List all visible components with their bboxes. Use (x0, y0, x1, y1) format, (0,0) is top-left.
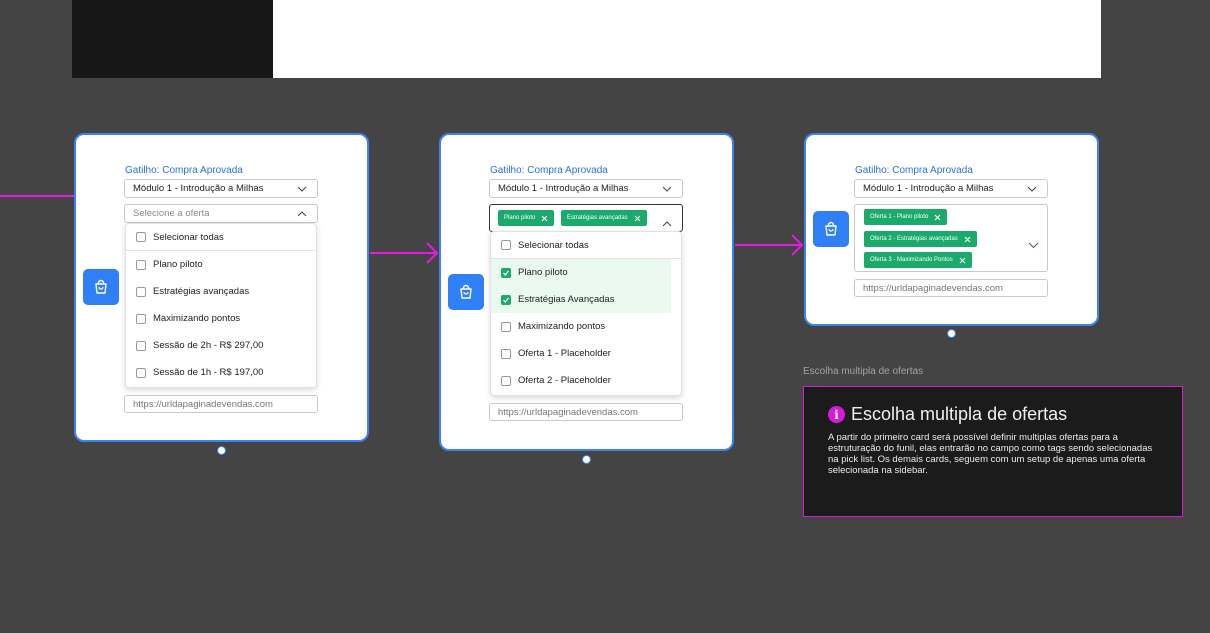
close-icon[interactable] (964, 236, 971, 243)
option-label: Maximizando pontos (153, 313, 241, 324)
offer-tag: Estratégias avançadas (561, 210, 647, 226)
option-label: Selecionar todas (153, 231, 224, 243)
module-select-value: Módulo 1 - Introdução a Milhas (863, 183, 994, 194)
checkbox[interactable] (501, 240, 511, 250)
option-label: Plano piloto (153, 259, 203, 270)
note-frame-label: Escolha multipla de ofertas (803, 366, 924, 377)
offer-dropdown-list: Selecionar todas Plano piloto Estratégia… (125, 223, 317, 388)
checkbox[interactable] (501, 348, 511, 359)
chevron-down-icon (1025, 182, 1039, 196)
url-placeholder: https://urldapaginadevendas.com (133, 398, 273, 410)
checkbox[interactable] (136, 313, 146, 324)
shopping-bag-icon[interactable] (448, 274, 484, 310)
tag-label: Plano piloto (504, 215, 536, 221)
offer-tag: Plano piloto (498, 210, 555, 226)
option-item[interactable]: Oferta 2 - Placeholder (491, 367, 681, 394)
offer-dropdown-list: Selecionar todas Plano piloto Estratégia… (490, 231, 682, 396)
option-item[interactable]: Oferta 1 - Placeholder (491, 340, 681, 367)
offer-multiselect[interactable]: Oferta 1 - Plano piloto Oferta 2 - Estra… (854, 204, 1048, 272)
note-title: Escolha multipla de ofertas (851, 404, 1068, 424)
tag-label: Estratégias avançadas (567, 215, 628, 221)
module-select[interactable]: Módulo 1 - Introdução a Milhas (124, 179, 318, 198)
option-item[interactable]: Sessão de 1h - R$ 197,00 (126, 359, 316, 386)
checkbox[interactable] (136, 232, 146, 242)
checkbox[interactable] (136, 367, 146, 378)
note-body: A partir do primeiro card será possível … (828, 432, 1153, 476)
close-icon[interactable] (634, 215, 641, 222)
trigger-label: Gatilho: Compra Aprovada (855, 165, 973, 176)
top-frame-dark-panel (72, 0, 273, 78)
option-label: Estratégias avançadas (153, 286, 250, 297)
close-icon[interactable] (934, 214, 941, 221)
checkbox[interactable] (136, 286, 146, 297)
option-select-all[interactable]: Selecionar todas (491, 232, 681, 259)
tag-label: Oferta 1 - Plano piloto (870, 214, 929, 220)
option-label: Maximizando pontos (518, 321, 606, 332)
offer-tag: Oferta 1 - Plano piloto (864, 209, 948, 225)
checkbox[interactable] (501, 375, 511, 386)
module-select[interactable]: Módulo 1 - Introdução a Milhas (854, 179, 1048, 198)
chevron-down-icon[interactable] (1028, 236, 1039, 254)
connection-handle[interactable] (217, 446, 226, 455)
offer-multiselect[interactable]: Plano piloto Estratégias avançadas (489, 204, 683, 232)
option-label: Selecionar todas (518, 239, 589, 251)
option-label: Plano piloto (518, 267, 568, 278)
arrow-right-icon (426, 242, 439, 264)
tag-label: Oferta 3 - Maximizando Pontos (870, 257, 953, 263)
option-select-all[interactable]: Selecionar todas (126, 224, 316, 251)
tag-label: Oferta 2 - Estratégias avançadas (870, 236, 958, 242)
checkbox[interactable] (136, 340, 146, 351)
option-item[interactable]: Maximizando pontos (491, 313, 681, 340)
module-select[interactable]: Módulo 1 - Introdução a Milhas (489, 179, 683, 198)
chevron-up-icon[interactable] (662, 214, 672, 232)
check-icon[interactable] (501, 294, 511, 305)
sales-page-url-input[interactable]: https://urldapaginadevendas.com (854, 279, 1048, 297)
option-item[interactable]: Maximizando pontos (126, 305, 316, 332)
option-label: Oferta 2 - Placeholder (518, 375, 611, 386)
note-title-row: i Escolha multipla de ofertas (828, 404, 1067, 425)
trigger-label: Gatilho: Compra Aprovada (125, 165, 243, 176)
option-label: Sessão de 2h - R$ 297,00 (153, 340, 264, 351)
shopping-bag-icon[interactable] (83, 269, 119, 305)
chevron-down-icon (295, 182, 309, 196)
option-item-selected[interactable]: Plano piloto (491, 259, 671, 286)
connection-handle[interactable] (582, 455, 591, 464)
sales-page-url-input[interactable]: https://urldapaginadevendas.com (489, 403, 683, 421)
offer-tag: Oferta 2 - Estratégias avançadas (864, 231, 977, 247)
module-select-value: Módulo 1 - Introdução a Milhas (498, 183, 629, 194)
close-icon[interactable] (959, 257, 966, 264)
checkbox[interactable] (501, 321, 511, 332)
option-item[interactable]: Plano piloto (126, 251, 316, 278)
trigger-label: Gatilho: Compra Aprovada (490, 165, 608, 176)
check-icon[interactable] (501, 267, 511, 278)
option-label: Oferta 1 - Placeholder (518, 348, 611, 359)
chevron-up-icon (295, 207, 309, 221)
option-label: Sessão de 1h - R$ 197,00 (153, 367, 264, 378)
url-placeholder: https://urldapaginadevendas.com (863, 282, 1003, 294)
connection-handle[interactable] (947, 329, 956, 338)
sales-page-url-input[interactable]: https://urldapaginadevendas.com (124, 395, 318, 413)
url-placeholder: https://urldapaginadevendas.com (498, 406, 638, 418)
checkbox[interactable] (136, 259, 146, 270)
chevron-down-icon (660, 182, 674, 196)
top-frame-white-panel (273, 0, 1101, 78)
offer-select-placeholder: Selecione a oferta (133, 208, 210, 219)
info-icon: i (828, 406, 845, 423)
annotation-note: i Escolha multipla de ofertas A partir d… (803, 386, 1183, 517)
offer-select[interactable]: Selecione a oferta (124, 204, 318, 223)
option-item[interactable]: Estratégias avançadas (126, 278, 316, 305)
option-label: Estratégias Avançadas (518, 294, 615, 305)
option-item[interactable]: Sessão de 2h - R$ 297,00 (126, 332, 316, 359)
shopping-bag-icon[interactable] (813, 211, 849, 247)
option-item-selected[interactable]: Estratégias Avançadas (491, 286, 671, 313)
arrow-right-icon (791, 234, 804, 256)
offer-tag: Oferta 3 - Maximizando Pontos (864, 252, 972, 268)
module-select-value: Módulo 1 - Introdução a Milhas (133, 183, 264, 194)
close-icon[interactable] (541, 215, 548, 222)
